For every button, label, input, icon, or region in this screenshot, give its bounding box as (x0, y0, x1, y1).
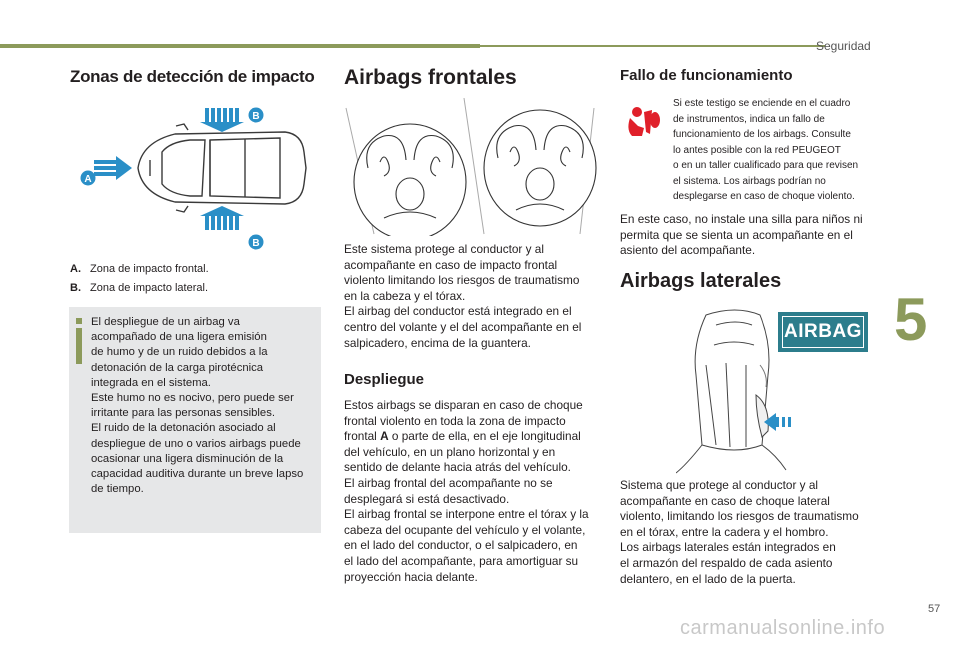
chapter-number: 5 (894, 286, 928, 353)
frontal-impact-arrows (94, 156, 132, 180)
watermark: carmanualsonline.info (680, 617, 886, 639)
info-icon (76, 318, 82, 364)
legend-item-a: A.Zona de impacto frontal. (70, 263, 209, 275)
label-a: A (84, 174, 91, 185)
page-number: 57 (928, 603, 941, 615)
header-bar (0, 44, 480, 48)
label-b-bottom-marker: B (248, 234, 264, 250)
impact-zones-diagram: A B B (80, 107, 307, 250)
section-label: Seguridad (816, 39, 871, 53)
legend-item-b: B.Zona de impacto lateral. (70, 282, 209, 294)
malfunction-note: Si este testigo se enciende en el cuadro… (673, 98, 859, 202)
lateral-impact-arrows-bottom (200, 206, 244, 230)
lateral-impact-arrows-top (200, 108, 244, 132)
info-note-box (69, 307, 321, 533)
frontal-airbags-title: Airbags frontales (344, 66, 517, 89)
frontal-airbags-figure (345, 98, 597, 236)
passenger-airbag-icon (483, 109, 597, 227)
side-impact-arrow (764, 413, 791, 431)
label-a-marker: A (80, 170, 96, 186)
airbag-badge-label: AIRBAG (784, 321, 862, 342)
driver-airbag-icon (353, 123, 467, 236)
deployment-title: Despliegue (344, 371, 425, 388)
side-airbags-title: Airbags laterales (620, 270, 782, 292)
impact-legend: A.Zona de impacto frontal. B.Zona de imp… (70, 260, 320, 298)
header-rule (480, 45, 825, 47)
seat-side-airbag-figure (676, 309, 791, 474)
label-b-bottom: B (252, 238, 259, 249)
malfunction-title: Fallo de funcionamiento (620, 67, 793, 84)
airbag-badge: AIRBAG (778, 312, 868, 352)
impact-zones-title: Zonas de detección de impacto (70, 67, 315, 86)
deployment-text: Estos airbags se disparan en caso de cho… (344, 398, 589, 584)
malfunction-text: En este caso, no instale una silla para … (620, 212, 863, 258)
label-b-top: B (252, 111, 259, 122)
airbag-warning-icon (628, 107, 660, 136)
label-b-top-marker: B (248, 107, 264, 123)
car-topview-icon (137, 123, 307, 213)
